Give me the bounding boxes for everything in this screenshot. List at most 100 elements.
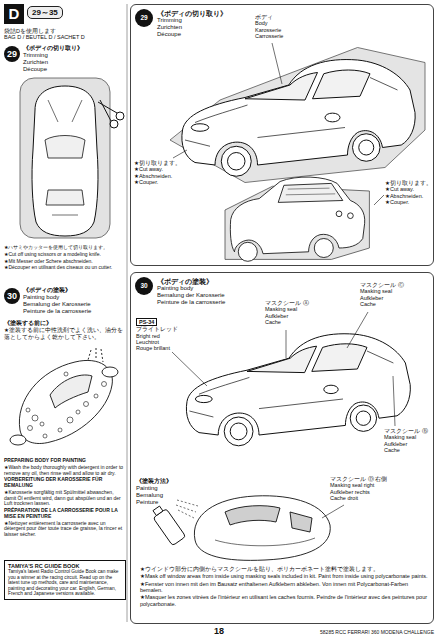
step-heading: 《ボディの塗装》: [23, 287, 123, 294]
instruction-note: PRÉPARATION DE LA CARROSSERIE POUR LA MI…: [4, 508, 124, 520]
cut-note-group: ★切り取ります。★Cut away.★Abschneiden.★Couper.: [385, 180, 433, 205]
node-heading: 29: [4, 46, 20, 62]
cut-note: ★Couper.: [385, 199, 433, 205]
node-heading: D: [4, 4, 24, 24]
masking-seal-label-group: マスクシール ⒷMasking sealAufkleberCache: [384, 428, 432, 453]
step-heading: Peinture de la carrosserie: [23, 308, 91, 314]
masking-seal-label: Aufkleber: [265, 313, 337, 319]
masking-seal-label: Aufkleber: [384, 441, 432, 447]
step-heading: 《ボディの切り取り》: [23, 45, 123, 52]
washing-illustration: [10, 348, 118, 445]
masking-seal-label: Aufkleber: [384, 441, 407, 447]
masking-seal-label: マスクシール Ⓓ 右側: [330, 476, 387, 482]
step-heading: Zurichten: [23, 59, 123, 66]
part-label: ボディ: [255, 14, 273, 20]
step-heading: 《ボディの切り取り》: [23, 45, 83, 51]
instruction-note: ★Masquer les zones vitrées de l'intérieu…: [140, 594, 430, 607]
washing-illustration: [50, 375, 92, 408]
cut-note: ★切り取ります。: [134, 160, 181, 166]
step-heading: Bemalung: [136, 492, 196, 499]
step-heading: Trimming: [23, 52, 123, 59]
instruction-note: ★Wash the body thoroughly with detergent…: [4, 464, 123, 476]
instruction-note: ★塗装する前に中性洗剤でよく洗い、油分を落としてからよく乾かして下さい。: [4, 327, 123, 339]
masking-seal-label: Masking seal: [265, 306, 297, 312]
step-heading: Painting: [136, 485, 158, 491]
masking-seal-label: Cache: [265, 319, 281, 325]
trimming-rear-view: [238, 242, 257, 261]
washing-illustration: [94, 394, 98, 398]
instruction-note: 《塗装する前に》: [4, 320, 124, 326]
node-text: Tamiya's latest Radio Control Guide Book…: [8, 569, 122, 597]
bag-note: 袋詰Dを使用します: [4, 28, 124, 34]
masking-seal-label: Cache droit: [330, 495, 358, 501]
part-label: ボディ: [255, 14, 317, 20]
masking-seal-label: Masking seal: [360, 288, 392, 294]
step-number: 29: [135, 9, 153, 27]
instruction-note: ★塗装する前に中性洗剤でよく洗い、油分を落としてからよく乾かして下さい。: [4, 327, 124, 340]
step-heading: Bemalung der Karosserie: [23, 301, 123, 308]
part-label: Karosserie: [255, 27, 317, 33]
washing-illustration: [10, 435, 26, 445]
instruction-note: ★Fenster von innen mit den im Bausatz en…: [140, 581, 408, 593]
node-heading: TAMIYA'S RC GUIDE BOOK: [8, 563, 122, 569]
masking-seal-label: マスクシール Ⓒ: [360, 282, 404, 288]
instruction-note: PRÉPARATION DE LA CARROSSERIE POUR LA MI…: [4, 507, 118, 519]
instruction-note: ★Mask off window areas from inside using…: [140, 573, 430, 579]
washing-illustration: [28, 426, 33, 431]
cut-note: ★切り取ります。: [385, 180, 433, 186]
part-label: Body: [255, 20, 268, 26]
washing-illustration: [102, 367, 118, 377]
step-heading: Zurichten: [23, 59, 48, 65]
leader-line: [173, 150, 187, 158]
body-top-view: [20, 78, 110, 238]
step-heading: 《塗装方法》: [136, 478, 172, 484]
trimming-rear-view: [348, 213, 354, 219]
instruction-note: PREPARING BODY FOR PAINTING: [4, 458, 124, 464]
washing-illustration: [32, 415, 38, 421]
body-top-view: [32, 86, 98, 236]
washing-illustration: [40, 422, 44, 426]
trimming-front-view: [170, 48, 425, 183]
instruction-note: ★Cut off using scissors or a modeling kn…: [4, 251, 101, 257]
instruction-note: PREPARING BODY FOR PAINTING: [4, 457, 86, 463]
node-heading: 30: [135, 277, 153, 295]
leader-line: [322, 505, 344, 518]
part-label: Body: [255, 20, 317, 26]
masking-seal-label: Aufkleber rechts: [330, 489, 430, 495]
paint-label: ブライトレッド: [136, 326, 188, 332]
washing-illustration: [67, 417, 73, 423]
masking-seal-label: マスクシール Ⓑ: [384, 428, 428, 434]
cut-note: ★Abschneiden.: [385, 193, 433, 199]
cut-note: ★Cut away.: [385, 186, 414, 192]
page-number: 18: [205, 626, 233, 636]
body-top-view: [48, 100, 82, 215]
node-text: Zurichten: [157, 24, 429, 31]
cut-note: ★切り取ります。: [385, 180, 432, 186]
node-heading: 29: [135, 9, 153, 27]
masking-seal-label-group: マスクシール ⒶMasking sealAufkleberCache: [265, 300, 337, 325]
instruction-note: ★Mit Messer oder Schere abschneiden.: [4, 258, 93, 264]
bag-note-group: 袋詰Dを使用しますBAG D / BEUTEL D / SACHET D: [4, 28, 124, 41]
step-number: 30: [4, 288, 20, 304]
washing-illustration: [84, 402, 89, 407]
step-heading: Peinture: [136, 499, 196, 506]
paint-label: PS-34: [136, 318, 157, 326]
washing-illustration: [76, 410, 80, 414]
masking-seal-label: マスクシール Ⓐ: [265, 300, 337, 306]
model-name: 58285 RCC FERRARI 360 MODENA CHALLENGE: [250, 630, 434, 636]
instruction-note: ★Karosserie sorgfältig mit Spülmittel ab…: [4, 489, 121, 507]
node-heading: 30: [4, 288, 20, 304]
step-heading: Trimming: [23, 52, 48, 58]
cut-note: ★Couper.: [385, 199, 409, 205]
column-rule: [127, 4, 128, 622]
masking-seal-label: マスクシール Ⓒ: [360, 282, 432, 288]
instruction-note: ★Karosserie sorgfältig mit Spülmittel ab…: [4, 490, 124, 507]
part-label: Carrosserie: [255, 33, 283, 39]
section-letter: D: [4, 4, 24, 24]
trimming-rear-view: [336, 211, 342, 217]
paint-label: Leuchtrot: [136, 339, 188, 345]
masking-seal-label: Masking seal right: [330, 482, 430, 488]
masking-seal-label: Cache: [360, 301, 432, 307]
instruction-note: VORBEREITUNG DER KAROSSERIE FÜR BEMALUNG: [4, 476, 102, 488]
instruction-note: ★Mask off window areas from inside using…: [140, 573, 428, 579]
